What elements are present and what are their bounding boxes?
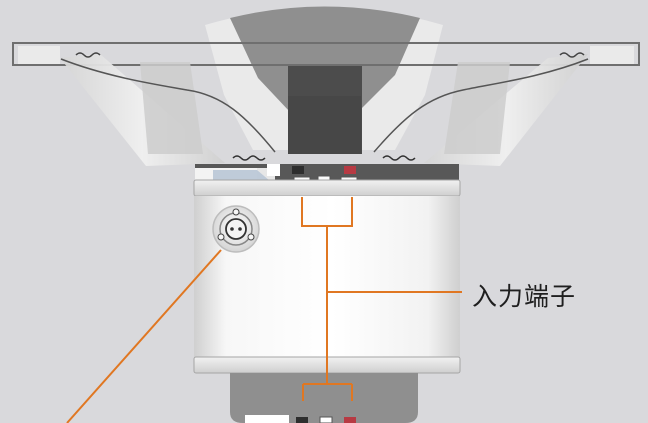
terminal-callout-bottom-bracket <box>302 383 353 401</box>
center-right-tinsel <box>382 155 416 161</box>
basket-right-inner <box>444 62 510 154</box>
left-tinsel <box>75 52 101 58</box>
speaker-rim-left-surround <box>18 46 60 64</box>
speaker-center-pole <box>288 66 362 154</box>
lower-enclosure <box>230 373 418 423</box>
xlr-connector-screw-right <box>247 233 255 241</box>
xlr-connector <box>212 205 260 253</box>
lower-terminal-middle <box>319 416 333 423</box>
xlr-connector-pin-left <box>230 227 234 231</box>
right-tinsel <box>559 52 585 58</box>
terminal-post-black-top <box>292 166 304 174</box>
lower-terminal-black <box>296 417 308 423</box>
top-plate-blue-detail <box>213 170 270 181</box>
speaker-rim-right-surround <box>590 46 634 64</box>
terminal-post-red-top <box>344 166 356 174</box>
xlr-connector-screw-top <box>232 208 240 216</box>
speaker-rim-frame <box>12 42 640 66</box>
xlr-connector-center <box>225 218 247 240</box>
input-terminal-label: 入力端子 <box>472 282 577 311</box>
lower-terminal-red <box>344 417 356 423</box>
xlr-connector-screw-left <box>217 233 225 241</box>
xlr-connector-pin-right <box>238 227 242 231</box>
left-lead-wire <box>60 58 276 153</box>
input-terminal-callout <box>301 197 462 401</box>
center-left-tinsel <box>232 155 266 161</box>
lower-enclosure-highlight <box>245 415 289 423</box>
basket-left-inner <box>140 62 203 154</box>
speaker-cone-dark <box>230 6 420 112</box>
top-plate-shadow-notch <box>267 164 280 176</box>
magnet-top-band <box>193 179 461 197</box>
connector-callout-line <box>66 249 222 423</box>
speaker-center-pole-shadow <box>288 96 361 154</box>
right-lead-wire <box>373 58 589 153</box>
